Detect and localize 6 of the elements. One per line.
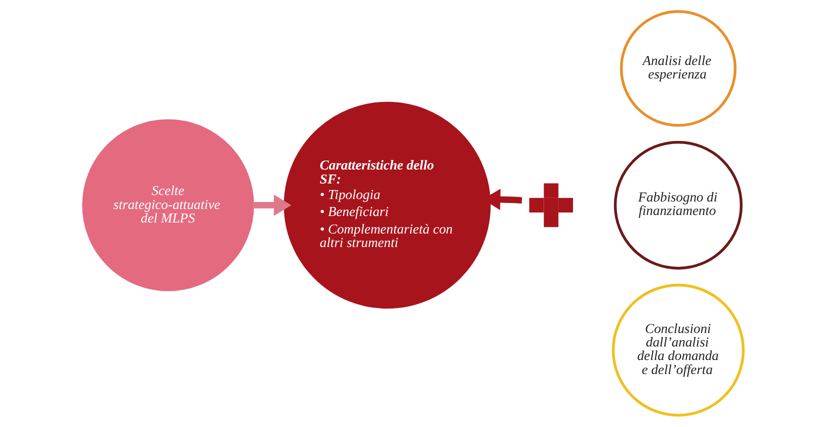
arrow — [252, 194, 292, 216]
node-circle: Caratteristiche dello SF: • Tipologia • Beneficiari • Complementarietà con altri strumenti — [284, 102, 491, 309]
node-circle: Scelte strategico-attuative del MLPS — [82, 119, 254, 292]
node-circle: Fabbisogno di finanziamento — [614, 140, 743, 270]
node-circle: Analisi delle esperienza — [620, 10, 737, 127]
node-circle: Conclusioni dall’analisi della domanda e dell’offerta — [612, 284, 745, 417]
